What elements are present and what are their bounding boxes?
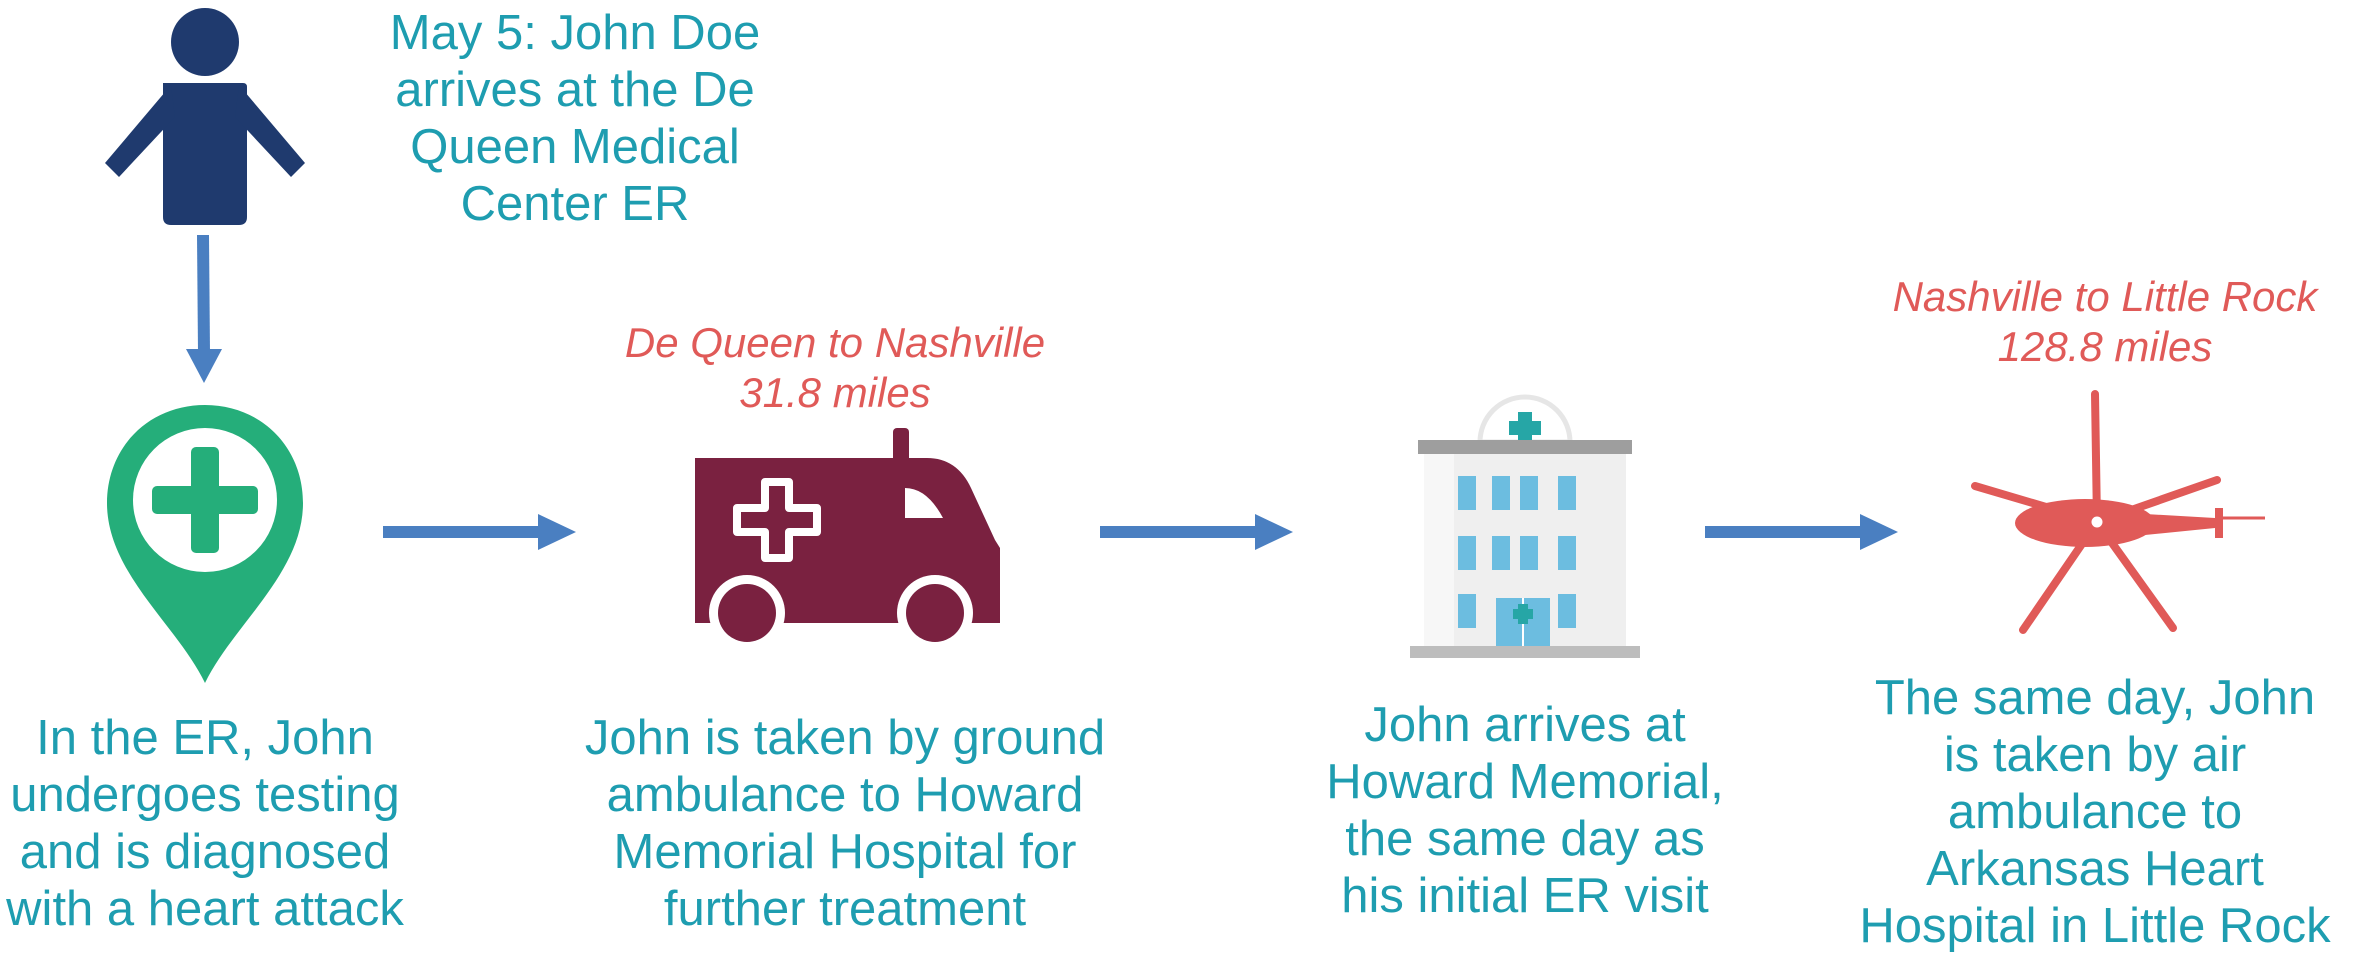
right-arrow-3: [1705, 514, 1898, 550]
step-caption-ground-transfer: John is taken by ground ambulance to How…: [584, 711, 1106, 936]
person-icon: [105, 8, 305, 225]
step-caption-diagnosis: In the ER, John undergoes testing and is…: [6, 711, 404, 936]
helicopter-icon: [1971, 390, 2265, 634]
right-arrow-1: [383, 514, 576, 550]
ambulance-icon: [695, 428, 1000, 651]
hospital-building-icon: [1410, 394, 1640, 658]
medical-location-pin-icon: [107, 405, 303, 683]
step-caption-air-transfer: The same day, John is taken by air ambul…: [1859, 671, 2331, 953]
down-arrow: [186, 234, 222, 383]
step-caption-arrival: May 5: John Doe arrives at the De Queen …: [389, 6, 761, 231]
route-label-air: Nashville to Little Rock 128.8 miles: [1892, 273, 2318, 370]
route-label-ground: De Queen to Nashville 31.8 miles: [624, 319, 1046, 416]
step-caption-howard-arrival: John arrives at Howard Memorial, the sam…: [1326, 698, 1724, 923]
right-arrow-2: [1100, 514, 1293, 550]
